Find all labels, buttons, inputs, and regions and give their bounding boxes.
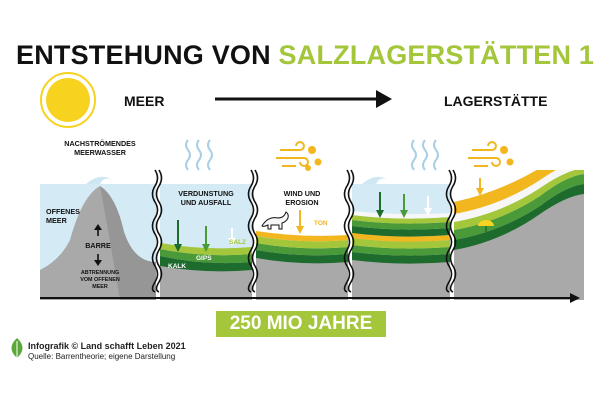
separation-label-2: VOM OFFENEN [80, 277, 120, 283]
panel-separators [151, 169, 457, 293]
separation-label-1: ABTRENNUNG [81, 270, 119, 276]
inflow-label-1: NACHSTRÖMENDES [64, 139, 136, 148]
salt-label: SALZ [229, 239, 246, 246]
evaporation-label-1: VERDUNSTUNG [178, 189, 234, 198]
evaporation-icon [185, 139, 213, 171]
credit-line-2: Quelle: Barrentheorie; eigene Darstellun… [28, 352, 176, 361]
lime-label: KALK [168, 263, 186, 270]
evaporation-icon-2 [411, 139, 439, 171]
wind-icon [276, 141, 322, 171]
panel-repeat-cycle [352, 184, 450, 300]
sun-icon [40, 72, 96, 128]
time-axis [40, 293, 580, 303]
axis-end-label: LAGERSTÄTTE [444, 93, 547, 109]
axis-start-label: MEER [124, 93, 164, 109]
barrier-label: BARRE [85, 241, 111, 250]
open-sea-label-2: MEER [46, 216, 68, 225]
open-sea-label-1: OFFENES [46, 207, 80, 216]
credit-line-1: Infografik © Land schafft Leben 2021 [28, 341, 186, 351]
title-part-2: SALZLAGERSTÄTTEN 1 [278, 40, 595, 70]
dinosaur-icon [261, 211, 289, 230]
barrier-arrows [94, 224, 102, 266]
clay-label: TON [314, 220, 328, 227]
title-part-1: ENTSTEHUNG VON [16, 40, 279, 70]
wind-label-1: WIND UND [284, 189, 321, 198]
page-title: ENTSTEHUNG VON SALZLAGERSTÄTTEN 1 [16, 42, 594, 69]
wind-label-2: EROSION [285, 198, 318, 207]
leaf-logo-icon [11, 338, 23, 362]
panel-evaporation [160, 184, 252, 300]
wave-icon [86, 176, 112, 184]
gypsum-label: GIPS [196, 255, 212, 262]
arrow-right-icon [215, 90, 392, 108]
panel-deposit [454, 170, 584, 300]
inflow-label-2: MEERWASSER [74, 148, 127, 157]
separation-label-3: MEER [92, 284, 108, 290]
panel-wind-erosion [256, 210, 348, 300]
panel-open-sea [40, 184, 156, 300]
wave-icon-2 [362, 176, 388, 184]
plant-icon [478, 220, 494, 232]
wind-icon-2 [468, 141, 514, 167]
timeline-badge: 250 MIO JAHRE [216, 311, 386, 337]
evaporation-label-2: UND AUSFALL [181, 198, 232, 207]
